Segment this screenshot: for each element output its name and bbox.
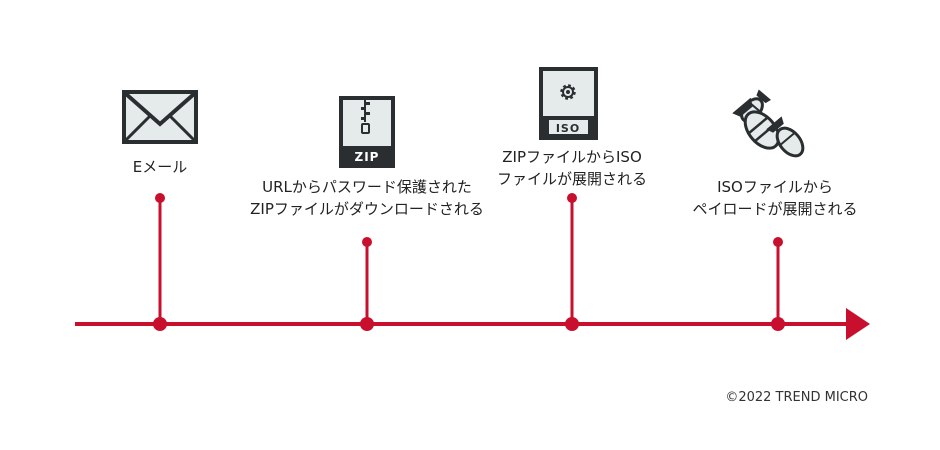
zip-file-icon: ZIP bbox=[339, 96, 395, 168]
step-2-line-2: ZIPファイルがダウンロードされる bbox=[250, 200, 484, 218]
step-4-line-2: ペイロードが展開される bbox=[692, 200, 858, 218]
zip-badge-text: ZIP bbox=[355, 150, 380, 164]
step-2-line-1: URLからパスワード保護された bbox=[262, 178, 472, 196]
step-3-label: ZIPファイルからISO ファイルが展開される bbox=[482, 146, 662, 190]
step-4-line-1: ISOファイルから bbox=[717, 178, 833, 196]
iso-badge-text: ISO bbox=[556, 122, 580, 135]
copyright-text: ©2022 TREND MICRO bbox=[725, 390, 868, 405]
timeline-marker-3 bbox=[565, 193, 579, 331]
step-1-label: Eメール bbox=[100, 156, 220, 178]
step-4-label: ISOファイルから ペイロードが展開される bbox=[670, 176, 880, 220]
timeline-arrowhead bbox=[846, 308, 870, 340]
step-1-line-1: Eメール bbox=[132, 158, 188, 176]
email-envelope-icon bbox=[122, 90, 198, 144]
timeline-marker-2 bbox=[360, 237, 374, 331]
step-3-line-1: ZIPファイルからISO bbox=[502, 148, 642, 166]
step-3-line-2: ファイルが展開される bbox=[496, 170, 647, 188]
timeline-marker-4 bbox=[771, 237, 785, 331]
gear-icon bbox=[560, 84, 576, 100]
timeline-marker-1 bbox=[153, 193, 167, 331]
iso-file-icon: ISO bbox=[539, 67, 598, 140]
bombs-payload-icon bbox=[732, 89, 805, 158]
step-2-label: URLからパスワード保護された ZIPファイルがダウンロードされる bbox=[226, 176, 508, 220]
